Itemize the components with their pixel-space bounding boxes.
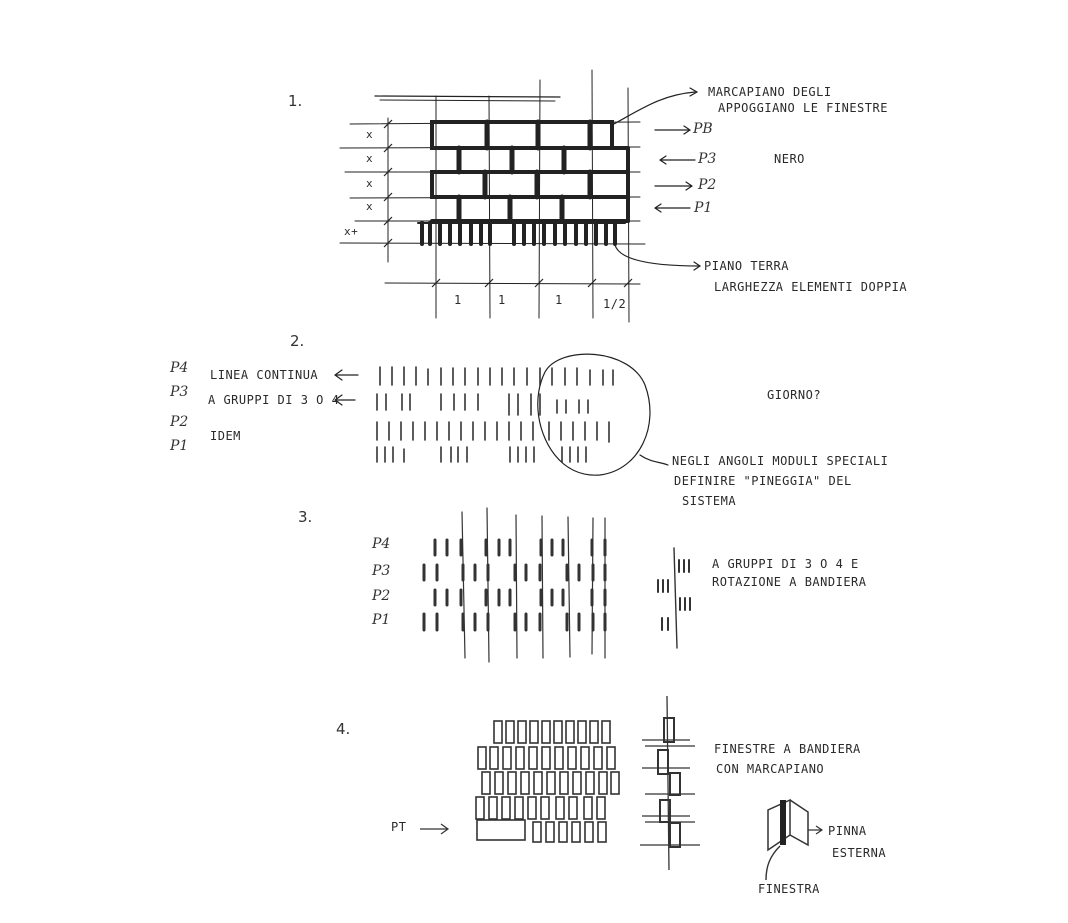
note-linea-continua: LINEA CONTINUA: [210, 368, 319, 382]
annotation-finestre-bandiera: FINESTRE A BANDIERA: [714, 742, 861, 756]
section-1-number: 1.: [288, 92, 303, 110]
section-3-number: 3.: [298, 508, 313, 526]
column-label: 1: [454, 293, 462, 307]
annotation-giorno: GIORNO?: [767, 388, 822, 402]
level-label-p4: P4: [372, 536, 391, 552]
note-idem: IDEM: [210, 429, 241, 443]
annotation-larghezza: LARGHEZZA ELEMENTI DOPPIA: [714, 280, 908, 294]
annotation-gruppi-bandiera-1: A GRUPPI DI 3 O 4 E: [712, 557, 859, 571]
annotation-con-marcapiano: CON MARCAPIANO: [716, 762, 825, 776]
annotation-marcapiano: MARCAPIANO DEGLI: [708, 85, 832, 99]
annotation-angoli-1: NEGLI ANGOLI MODULI SPECIALI: [672, 454, 889, 468]
row-label-x: x: [366, 200, 374, 213]
annotation-finestra: FINESTRA: [758, 882, 820, 896]
level-label-p3: P3: [698, 151, 717, 167]
section-1-drawing: [339, 69, 702, 323]
level-label-p1: P1: [694, 200, 713, 216]
section-4-number: 4.: [336, 720, 351, 738]
level-label-p2: P2: [170, 414, 189, 430]
section-3-drawing: [422, 507, 691, 663]
level-label-p3: P3: [372, 563, 391, 579]
level-label-pb: PB: [693, 121, 713, 137]
annotation-appoggiano: APPOGGIANO LE FINESTRE: [718, 101, 888, 115]
annotation-esterna: ESTERNA: [832, 846, 887, 860]
annotation-gruppi-bandiera-2: ROTAZIONE A BANDIERA: [712, 575, 867, 589]
section-2-number: 2.: [290, 332, 305, 350]
annotation-pinna: PINNA: [828, 824, 867, 838]
row-label-x: x: [366, 152, 374, 165]
note-gruppi: A GRUPPI DI 3 O 4: [208, 393, 340, 407]
row-label-x-plus: x+: [344, 225, 359, 238]
column-label: 1: [555, 293, 563, 307]
column-label-half: 1/2: [603, 297, 627, 311]
level-label-p4: P4: [170, 360, 189, 376]
level-label-p1: P1: [170, 438, 189, 454]
annotation-angoli-3: SISTEMA: [682, 494, 737, 508]
row-label-x: x: [366, 177, 374, 190]
level-label-p2: P2: [372, 588, 391, 604]
annotation-nero: NERO: [774, 152, 805, 166]
annotation-piano-terra: PIANO TERRA: [704, 259, 789, 273]
level-label-p3: P3: [170, 384, 189, 400]
section-2-drawing: [333, 353, 669, 476]
level-label-p2: P2: [698, 177, 717, 193]
level-label-p1: P1: [372, 612, 391, 628]
section-4-drawing: [420, 695, 824, 881]
row-label-x: x: [366, 128, 374, 141]
column-label: 1: [498, 293, 506, 307]
annotation-angoli-2: DEFINIRE "PINEGGIA" DEL: [674, 474, 852, 488]
ground-floor-label: PT: [391, 820, 407, 834]
